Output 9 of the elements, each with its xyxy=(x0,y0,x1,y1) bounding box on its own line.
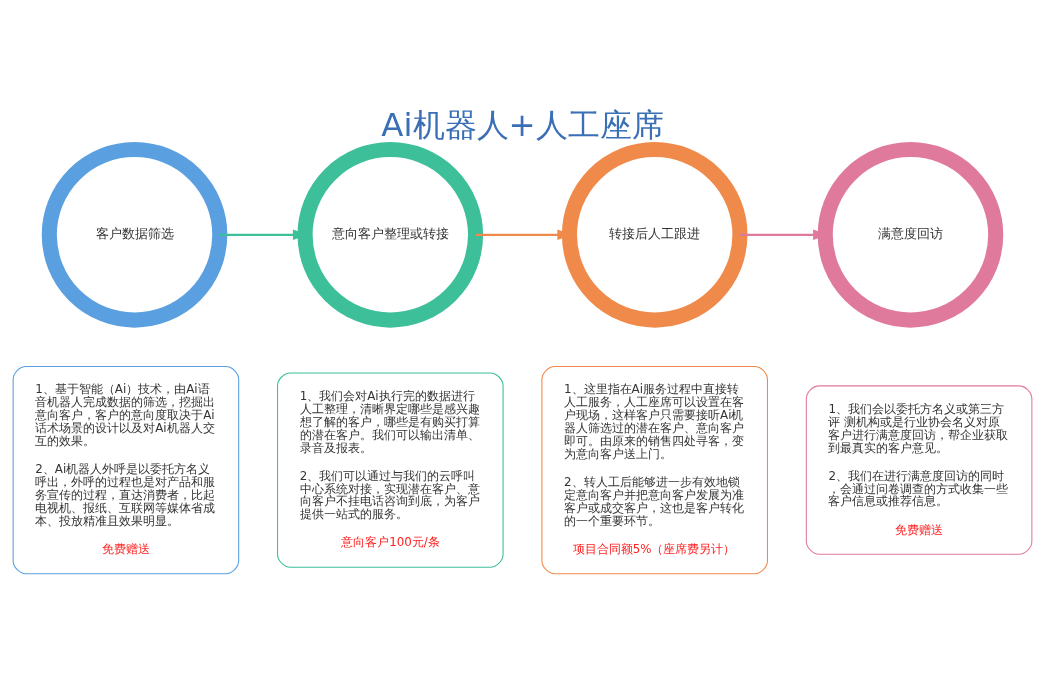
node-circle: 意向客户整理或转接 xyxy=(297,142,484,328)
node-box: 1、我们会以委托方名义或第三方评 测机构或是行业协会名义对原客户进行满意度回访，帮企业获取到最真实的客户意见。 2、我们在进行满意度回访的同时，会通过问卷调查的方式收集一些客户信息或推荐信息。 免费赠送 xyxy=(805,385,1033,555)
node-box: 1、基于智能（Ai）技术，由Ai语音机器人完成数据的筛选，挖掘出意向客户，客户的意向度取决于Ai话术场景的设计以及对Ai机器人交互的效果。 2、Ai机器人外呼是以委托方名义呼出，外呼的过程也是对产品和服务宣传的过程，直达消费者，比起电视机、报纸、互联网等媒体省成本、投放精准且效果明显。 免费赠送 xyxy=(12,365,240,575)
node-box: 1、这里指在Ai服务过程中直接转人工服务，人工座席可以设置在客户现场，这样客户只需要接听Ai机器人筛选过的潜在客户、意向客户即可。由原来的销售四处寻客，变为意向客户送上门。 2、转人工后能够进一步有效地锁定意向客户并把意向客户发展为准客户或成交客户，这也是客户转化的一个重要环节。 项目合同额5%（座席费另计） xyxy=(541,365,768,575)
node-circle: 满意度回访 xyxy=(817,142,1004,328)
node-box: 1、我们会对Ai执行完的数据进行人工整理，清晰界定哪些是感兴趣想了解的客户，哪些是有购买打算的潜在客户。我们可以输出清单、录音及报表。 2、我们可以通过与我们的云呼叫中心系统对接，实现潜在客户、意向客户不挂电话咨询到底，为客户提供一站式的服务。 意向客户100元/条 xyxy=(276,372,504,568)
node-circle: 转接后人工跟进 xyxy=(561,142,748,328)
diagram-title: Ai机器人+人工座席 xyxy=(381,105,664,144)
node-circle: 客户数据筛选 xyxy=(41,142,228,328)
